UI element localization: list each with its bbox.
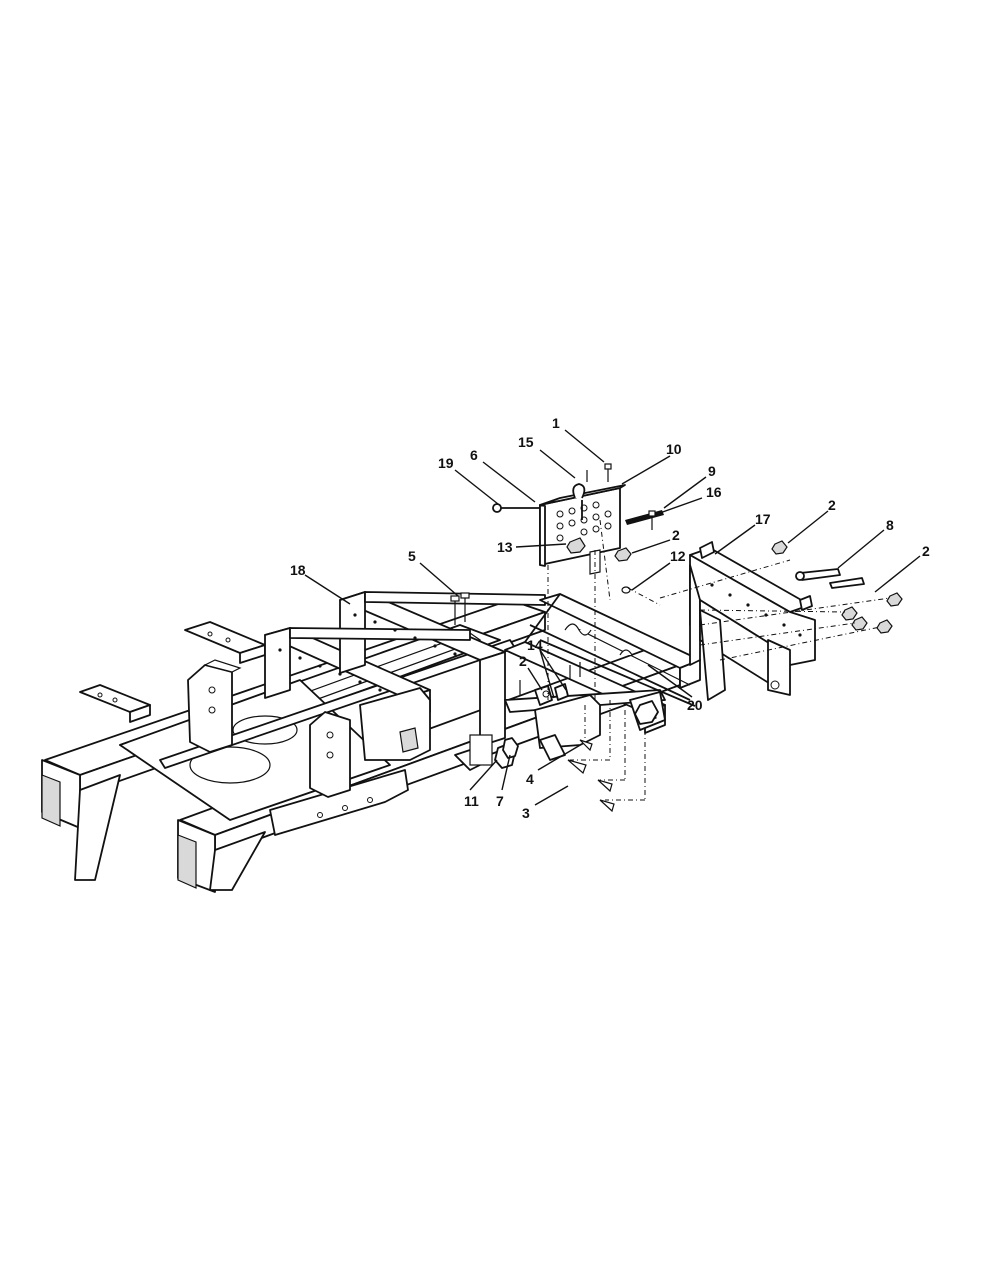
callout-20: 20 [687,697,703,713]
callout-2c: 2 [922,543,930,559]
seat-mount-brackets [79,621,351,798]
callout-9: 9 [708,463,716,479]
callout-4: 4 [526,771,534,787]
callout-7: 7 [496,793,504,809]
callout-5: 5 [408,548,416,564]
hitch-plate [492,483,664,575]
rear-upper-frame [264,591,546,771]
callout-17: 17 [755,511,771,527]
callout-leader-lines [304,429,921,806]
rear-bumper [689,541,816,701]
hardware-fasteners [450,463,903,813]
callout-19: 19 [438,455,454,471]
callout-2a: 2 [672,527,680,543]
callout-12: 12 [670,548,686,564]
callout-11: 11 [464,793,479,809]
callout-14: 14 [527,637,543,653]
assembly-center-lines [547,519,891,801]
callout-15: 15 [518,434,534,450]
callout-labels: 1 15 10 6 19 9 16 13 2 17 2 8 2 12 5 18 … [290,415,930,821]
callout-16: 16 [706,484,722,500]
callout-10: 10 [666,441,682,457]
callout-13: 13 [497,539,513,555]
callout-8: 8 [886,517,894,533]
callout-2b: 2 [828,497,836,513]
callout-2d: 2 [519,653,527,669]
callout-6: 6 [470,447,478,463]
callout-18: 18 [290,562,306,578]
callout-1: 1 [552,415,560,431]
callout-3: 3 [522,805,530,821]
rear-center-assembly [469,593,701,769]
